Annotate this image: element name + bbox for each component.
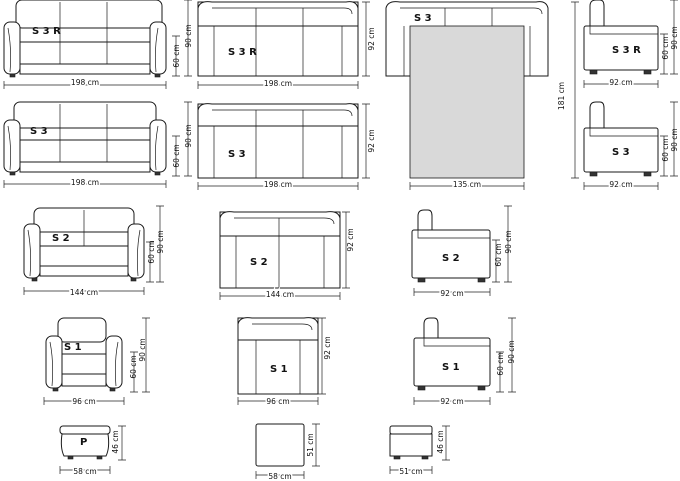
dimension-label: 58 cm (268, 472, 291, 481)
dimension-label: 60 cm (147, 240, 156, 263)
dimension-label: 198 cm (264, 79, 292, 88)
sofa-s2-front-view: S 2 (23, 207, 145, 282)
dimension-s3r-heights: 60 cm 90 cm (172, 0, 193, 77)
dimension-label: 144 cm (70, 288, 98, 297)
dimension-s3-top: 198 cm 92 cm (197, 103, 376, 191)
dimension-pouf-front: 58 cm 46 cm (59, 425, 126, 478)
model-label: S 1 (64, 342, 82, 353)
dimension-s1-top: 96 cm 92 cm (237, 317, 332, 408)
dimension-label: 46 cm (111, 430, 120, 453)
model-label: S 2 (52, 233, 70, 244)
model-label: P (80, 437, 87, 448)
armchair-s1-front-view: S 1 (45, 317, 123, 392)
dimension-label: 198 cm (264, 180, 292, 189)
dimension-bed-length: 181 cm (557, 1, 579, 179)
dimension-s3r-depth: 92 cm (362, 1, 376, 77)
sofa-s2-side-view: S 2 (411, 209, 491, 283)
dimension-label: 90 cm (507, 340, 516, 363)
sofa-s3r-side-view: S 3 R (583, 0, 659, 75)
dimension-label: 90 cm (184, 24, 193, 47)
model-label: S 3 (414, 13, 432, 24)
dimension-pouf-top: 58 cm 51 cm (255, 423, 320, 481)
sofa-s3-side-view: S 3 (583, 101, 659, 177)
dimension-label: 198 cm (71, 178, 99, 187)
dimension-label: 92 cm (609, 180, 632, 189)
dimension-label: 144 cm (266, 290, 294, 299)
dimension-label: 51 cm (306, 433, 315, 456)
dimension-label: 90 cm (670, 128, 679, 151)
model-label: S 3 (228, 149, 246, 160)
dimension-label: 96 cm (72, 397, 95, 406)
dimension-label: 92 cm (609, 78, 632, 87)
model-label: S 1 (270, 364, 288, 375)
model-label: S 3 R (32, 26, 61, 37)
dimension-bed-width: 135 cm (409, 179, 525, 191)
dimension-label: 92 cm (440, 289, 463, 298)
dimension-label: 60 cm (172, 144, 181, 167)
model-label: S 3 (612, 147, 630, 158)
dimension-label: 96 cm (266, 397, 289, 406)
dimension-pouf-side: 51 cm 46 cm (389, 425, 450, 478)
dimension-label: 90 cm (156, 230, 165, 253)
sofa-s3r-top-view: S 3 R (197, 1, 359, 77)
model-label: S 3 R (612, 45, 641, 56)
pouf-front-view: P (59, 425, 111, 460)
dimension-label: 181 cm (557, 82, 566, 110)
dimension-label: 92 cm (346, 228, 355, 251)
model-label: S 3 R (228, 47, 257, 58)
dimension-label: 135 cm (453, 180, 481, 189)
dimension-label: 92 cm (367, 129, 376, 152)
armchair-s1-top-view: S 1 (237, 317, 319, 395)
dimension-label: 90 cm (138, 338, 147, 361)
pouf-side-view (389, 425, 433, 460)
dimension-s3-width: 198 cm 60 cm 90 cm (3, 101, 193, 189)
sofa-s2-top-view: S 2 (219, 211, 341, 289)
model-label: S 2 (250, 257, 268, 268)
dimension-s1-side: 92 cm 60 cm 90 cm (413, 317, 516, 408)
dimension-label: 46 cm (436, 430, 445, 453)
dimension-label: 60 cm (496, 352, 505, 375)
sofa-s3-top-view: S 3 (197, 103, 359, 179)
dimension-s3r-width: 198 cm (3, 77, 167, 89)
dimension-label: 58 cm (73, 467, 96, 476)
dimension-label: 90 cm (504, 230, 513, 253)
dimension-label: 92 cm (367, 27, 376, 50)
dimension-label: 90 cm (184, 124, 193, 147)
model-label: S 3 (30, 126, 48, 137)
sofa-bed-top-view: S 3 (385, 1, 549, 179)
armchair-s1-side-view: S 1 (413, 317, 491, 391)
sofa-s3-front-view: S 3 (3, 101, 167, 176)
dimension-label: 60 cm (661, 36, 670, 59)
dimension-label: 198 cm (71, 78, 99, 87)
dimension-label: 92 cm (323, 336, 332, 359)
dimension-s3r-side: 92 cm 60 cm 90 cm (583, 0, 679, 89)
dimension-label: 90 cm (670, 26, 679, 49)
dimension-s3r-top-width: 198 cm (197, 78, 359, 90)
dimension-s3-side: 92 cm 60 cm 90 cm (583, 101, 679, 191)
dimension-label: 60 cm (661, 138, 670, 161)
dimension-label: 92 cm (440, 397, 463, 406)
model-label: S 1 (442, 362, 460, 373)
model-label: S 2 (442, 253, 460, 264)
pouf-top-view (255, 423, 305, 467)
dimension-s2-side: 92 cm 60 cm 90 cm (413, 205, 513, 300)
dimension-s2-top: 144 cm 92 cm (219, 211, 355, 301)
dimension-label: 60 cm (129, 355, 138, 378)
sofa-s3r-front-view: S 3 R (3, 0, 167, 78)
dimension-label: 60 cm (494, 243, 503, 266)
dimension-s1-front: 96 cm 60 cm 90 cm (43, 317, 150, 408)
dimension-s2-front: 144 cm 60 cm 90 cm (23, 205, 165, 299)
dimension-label: 51 cm (399, 467, 422, 476)
dimension-label: 60 cm (172, 44, 181, 67)
